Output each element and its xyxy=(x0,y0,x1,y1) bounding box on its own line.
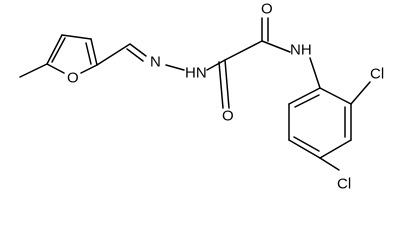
bond-furan-c3-c2 xyxy=(90,38,98,66)
chemical-structure: O NH O HN N O Cl Cl xyxy=(19,1,384,193)
bond-furan-ch xyxy=(96,43,131,66)
bond-furan-c5-c4 xyxy=(46,34,63,65)
atom-label-cl-ortho: Cl xyxy=(370,66,384,83)
atom-label-furan-o: O xyxy=(67,70,79,87)
bond-carbonyl1-o xyxy=(224,59,230,109)
bond-ring-c1-c2 xyxy=(319,87,352,105)
bond-ring-c6-c1-double xyxy=(294,94,320,108)
bond-ring-c4-c5-double xyxy=(293,136,320,152)
bond-n-nh xyxy=(165,64,185,71)
bond-ch-n-double xyxy=(126,48,144,62)
atom-label-amide-o: O xyxy=(261,1,273,18)
bond-nh-carbonyl1 xyxy=(206,59,226,71)
bond-furan-c2-o xyxy=(80,64,98,74)
bond-carbonyl2-nh xyxy=(261,40,291,53)
atom-label-hydrazide-o: O xyxy=(222,108,234,125)
bond-nh-aryl xyxy=(309,57,321,89)
atom-label-amide-nh: NH xyxy=(290,42,312,59)
bond-furan-c4-c4-double xyxy=(51,37,66,63)
bond-furan-c4-c3 xyxy=(61,34,92,40)
atom-label-imine-n: N xyxy=(150,54,161,71)
atom-label-hydrazide-nh: HN xyxy=(185,65,207,82)
bond-furan-c3-c2-double xyxy=(85,42,92,65)
bond-furan-o-c5 xyxy=(46,63,65,74)
bond-carbonyl1-o-double xyxy=(218,61,224,109)
bond-ring-cl-ortho xyxy=(350,81,371,105)
bond-ring-c6-c1 xyxy=(288,87,321,105)
bond-ch-n xyxy=(129,43,147,57)
bond-methyl xyxy=(19,63,48,78)
bond-ring-c4-c5 xyxy=(288,139,321,159)
atom-label-cl-para: Cl xyxy=(337,176,351,193)
bond-ring-c3-c4 xyxy=(319,139,352,159)
bond-carbonyl1-carbonyl2 xyxy=(224,40,263,61)
bond-ring-cl-para xyxy=(319,157,340,171)
